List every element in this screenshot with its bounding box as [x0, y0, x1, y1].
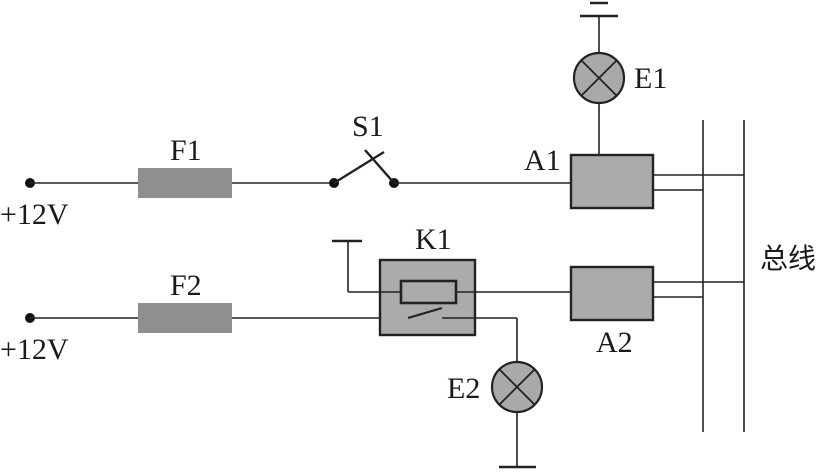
lamp-e1-cross-b	[580, 59, 618, 97]
switch-s1-label: S1	[352, 110, 384, 143]
lamp-e1	[572, 51, 626, 105]
module-a2	[569, 265, 655, 322]
lamp-e2	[490, 360, 544, 414]
lamp-e2-cross-b	[498, 368, 536, 406]
relay-k1-coil	[399, 279, 458, 305]
switch-s1-blade	[333, 150, 385, 185]
fuse-f1	[138, 168, 232, 198]
switch-s1	[329, 149, 399, 188]
fuse-f1-label: F1	[170, 134, 202, 167]
supply-2-label: +12V	[0, 333, 69, 366]
lamp-e2-label: E2	[447, 372, 480, 405]
bus-label: 总线	[760, 242, 816, 275]
fuse-f2-label: F2	[170, 269, 202, 302]
relay-k1	[348, 258, 477, 337]
relay-k1-contact-blade	[407, 307, 443, 319]
relay-k1-label: K1	[415, 223, 452, 256]
module-a1-label: A1	[524, 144, 561, 177]
module-a1	[569, 153, 655, 210]
switch-s1-stem	[364, 149, 395, 184]
lamp-e1-label: E1	[634, 62, 667, 95]
supply-1-label: +12V	[0, 198, 69, 231]
fuse-f2	[138, 303, 232, 333]
bus	[702, 120, 745, 432]
module-a2-label: A2	[596, 326, 633, 359]
